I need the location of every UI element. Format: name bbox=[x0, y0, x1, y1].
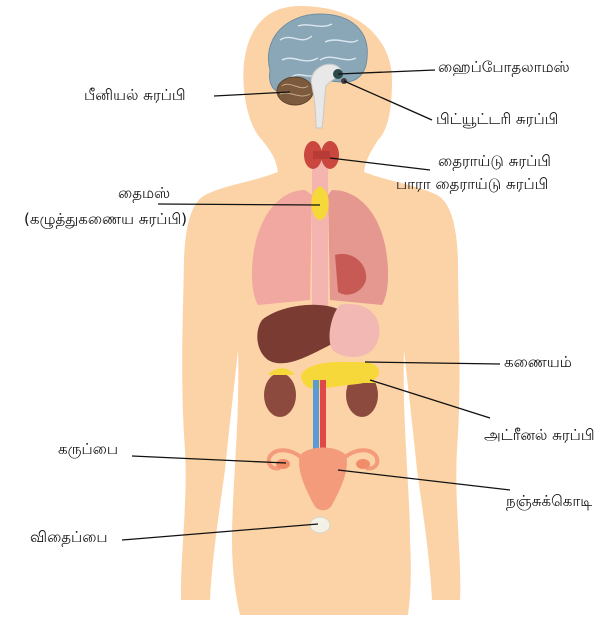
label-ovary: நஞ்சுக்கொடி bbox=[506, 492, 592, 510]
thyroid-isthmus bbox=[313, 151, 330, 159]
ovary-left bbox=[276, 459, 290, 469]
label-thymus-1: தைமஸ் bbox=[118, 184, 170, 202]
label-thyroid: தைராய்டு சுரப்பி bbox=[438, 152, 551, 170]
ovary-right bbox=[356, 459, 370, 469]
label-uterus: கருப்பை bbox=[58, 440, 118, 458]
trachea bbox=[312, 160, 328, 330]
left-kidney bbox=[264, 373, 296, 417]
label-pineal: பீனியல் சுரப்பி bbox=[84, 86, 186, 104]
label-thymus-2: (கழுத்துகணைய சுரப்பி) bbox=[24, 210, 187, 228]
label-hypothalamus: ஹைப்போதலாமஸ் bbox=[438, 58, 570, 76]
label-parathyroid: பாரா தைராய்டு சுரப்பி bbox=[396, 175, 548, 193]
cerebellum bbox=[277, 77, 313, 105]
label-testis: விதைப்பை bbox=[30, 528, 108, 546]
label-pituitary: பிட்யூட்டரி சுரப்பி bbox=[436, 110, 558, 128]
label-pancreas: கணையம் bbox=[504, 353, 572, 371]
label-adrenal: அட்ரீனல் சுரப்பி bbox=[484, 426, 595, 444]
